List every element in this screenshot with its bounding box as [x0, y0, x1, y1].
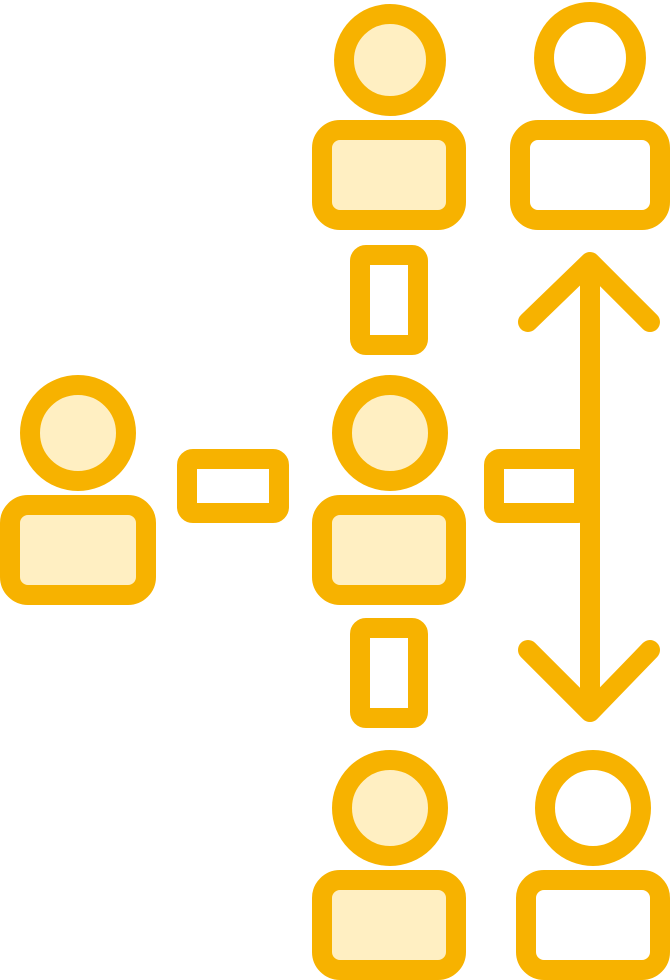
double-arrow-icon: [518, 252, 660, 722]
connector-center-middle-to-bottom: [350, 618, 428, 728]
person-icon-center-top: [312, 4, 466, 230]
connector-center-to-arrow: [484, 449, 594, 523]
connector-left-to-center: [177, 449, 289, 523]
connector-center-top-to-middle: [350, 245, 428, 355]
person-icon-center-middle: [312, 375, 466, 605]
person-icon-right-top: [510, 2, 670, 230]
person-icon-right-bottom: [516, 750, 670, 980]
person-icon-left-middle: [0, 375, 156, 605]
person-icon-center-bottom: [312, 750, 466, 980]
